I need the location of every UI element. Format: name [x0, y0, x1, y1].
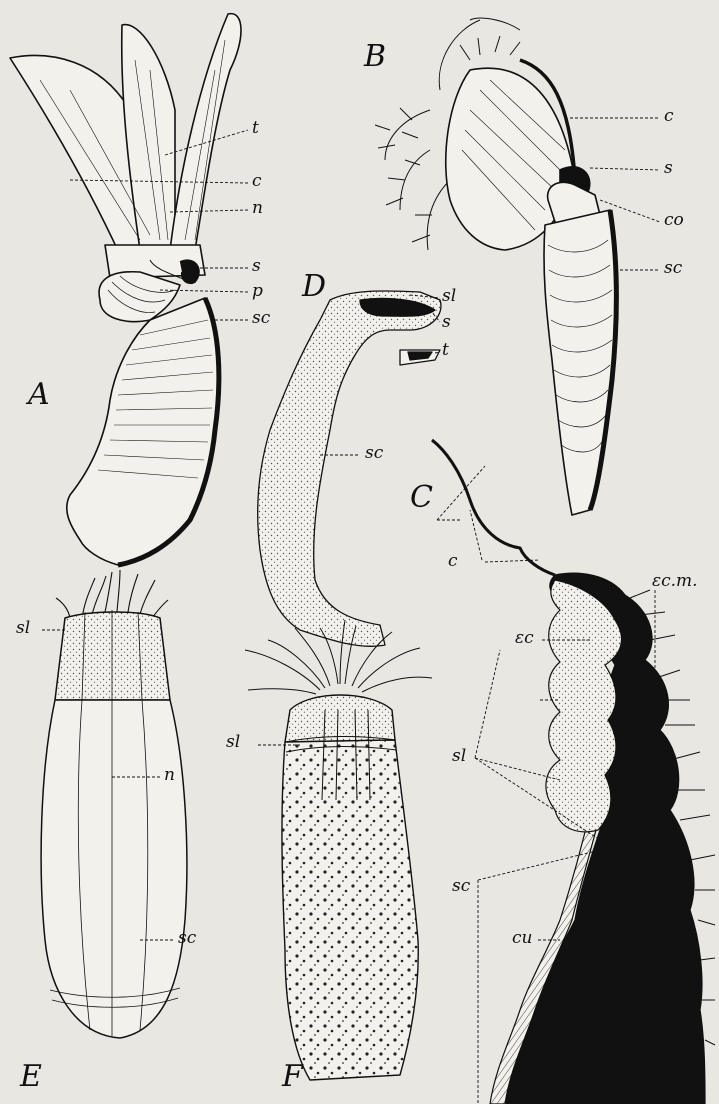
fig-d-label-t: t [442, 342, 449, 359]
fig-b-label-sc: sc [664, 260, 682, 277]
fig-c-label-sc: sc [452, 878, 470, 895]
fig-d-label-sc: sc [365, 445, 383, 462]
fig-a-label-sc: sc [252, 310, 270, 327]
fig-e-label-n: n [164, 767, 175, 784]
fig-b-label-co: co [664, 212, 684, 229]
fig-b-letter: B [364, 42, 386, 72]
fig-d-label-sl: sl [442, 288, 456, 305]
fig-a-label-c: c [252, 173, 262, 190]
fig-d-letter: D [302, 272, 326, 302]
fig-a-letter: A [28, 380, 50, 410]
fig-f-label-sl: sl [226, 734, 240, 751]
fig-d-label-s: s [442, 314, 451, 331]
fig-b-label-c: c [664, 108, 674, 125]
fig-c-label-sl: sl [452, 748, 466, 765]
fig-c-label-c: c [448, 553, 458, 570]
fig-a-label-p: p [252, 283, 263, 300]
fig-e-label-sl: sl [16, 620, 30, 637]
fig-c-label-ecm: εc.m. [652, 573, 698, 590]
fig-c-letter: C [410, 483, 433, 513]
fig-c-label-ec: εc [515, 630, 534, 647]
fig-e-letter: E [20, 1062, 42, 1092]
fig-c-label-cu: cu [512, 930, 532, 947]
fig-e-label-sc: sc [178, 930, 196, 947]
fig-c-label-m: m [684, 1035, 700, 1052]
fig-a-label-t: t [252, 120, 259, 137]
fig-a-label-s: s [252, 258, 261, 275]
fig-b-label-s: s [664, 160, 673, 177]
fig-a-label-n: n [252, 200, 263, 217]
fig-f-letter: F [282, 1062, 303, 1092]
fig-c-label-en: εn [684, 1076, 704, 1093]
